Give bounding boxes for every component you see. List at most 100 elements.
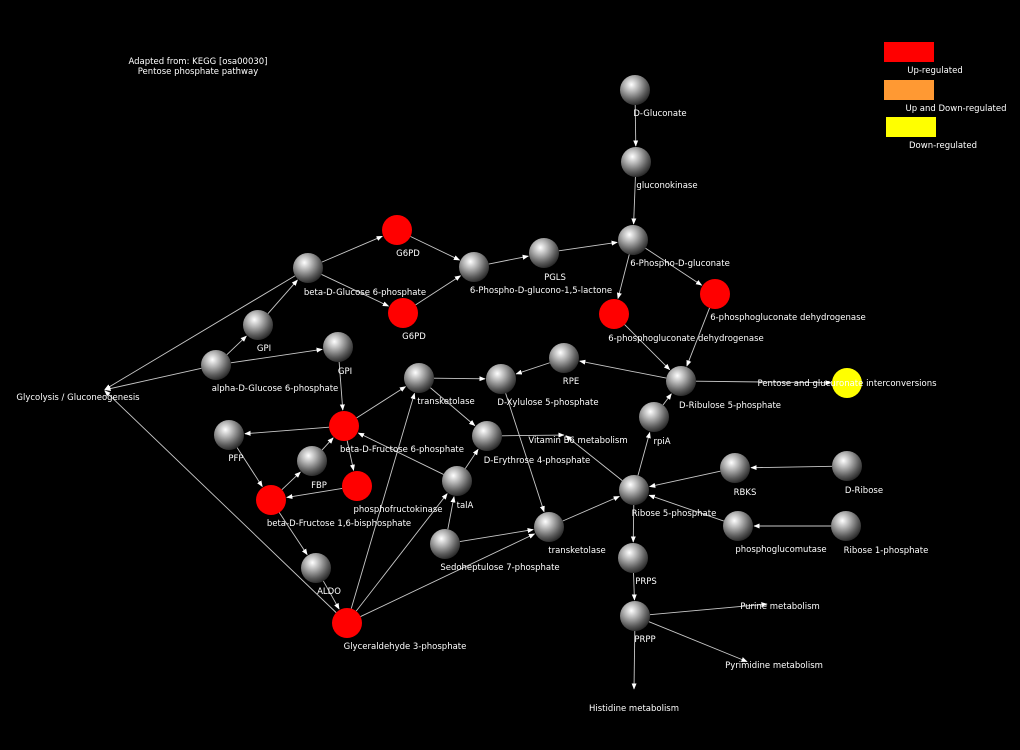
node-circle-g6pd1[interactable] — [382, 215, 412, 245]
node-gpi1[interactable]: GPI — [243, 310, 273, 354]
node-rbks[interactable]: RBKS — [720, 453, 756, 498]
node-rpe[interactable]: RPE — [549, 343, 579, 387]
node-label-s7p: Sedoheptulose 7-phosphate — [440, 563, 559, 573]
node-ru5p[interactable]: D-Ribulose 5-phosphate — [666, 366, 781, 411]
node-circle-prps[interactable] — [618, 543, 648, 573]
edge-n_rbks-to-n_r5p — [649, 470, 721, 488]
node-label-aldo: ALDO — [317, 587, 341, 597]
node-circle-ru5p[interactable] — [666, 366, 696, 396]
node-circle-pgd1[interactable] — [700, 279, 730, 309]
caption-line-1: Adapted from: KEGG [osa00030] — [128, 57, 267, 67]
node-circle-tala[interactable] — [442, 466, 472, 496]
node-pfp[interactable]: PFP — [214, 420, 244, 464]
node-r1p[interactable]: Ribose 1-phosphate — [831, 511, 928, 556]
node-ag6p[interactable]: alpha-D-Glucose 6-phosphate — [201, 350, 338, 394]
node-bf6p[interactable]: beta-D-Fructose 6-phosphate — [329, 411, 464, 455]
diagram-caption: Adapted from: KEGG [osa00030] Pentose ph… — [128, 57, 267, 77]
node-circle-x5p[interactable] — [486, 364, 516, 394]
node-pgd2[interactable]: 6-phosphogluconate dehydrogenase — [599, 299, 764, 344]
node-6pglac[interactable]: 6-Phospho-D-glucono-1,5-lactone — [459, 252, 612, 296]
node-tk1[interactable]: transketolase — [404, 363, 475, 407]
edge-n_bg6p-to-n_g6pd2 — [321, 274, 390, 307]
node-circle-g6pd2[interactable] — [388, 298, 418, 328]
node-g6pd2[interactable]: G6PD — [388, 298, 426, 342]
node-6pg[interactable]: 6-Phospho-D-gluconate — [618, 225, 730, 269]
edge-n_ag6p-to-n_gpi2 — [230, 347, 323, 364]
node-s7p[interactable]: Sedoheptulose 7-phosphate — [430, 529, 560, 573]
node-circle-dribose[interactable] — [832, 451, 862, 481]
node-bf16bp[interactable]: beta-D-Fructose 1,6-bisphosphate — [256, 485, 411, 529]
edge-n_s7p-to-n_tk2 — [459, 528, 534, 543]
pathway-link-purine[interactable]: Purine metabolism — [740, 602, 820, 612]
node-circle-prpp[interactable] — [620, 601, 650, 631]
node-dribose[interactable]: D-Ribose — [832, 451, 883, 496]
node-bg6p[interactable]: beta-D-Glucose 6-phosphate — [293, 253, 426, 298]
node-fbp[interactable]: FBP — [297, 446, 327, 491]
pathway-link-glyco[interactable]: Glycolysis / Gluconeogenesis — [16, 393, 140, 403]
node-tala[interactable]: talA — [442, 466, 474, 511]
node-circle-dgluconate[interactable] — [620, 75, 650, 105]
node-pfk[interactable]: phosphofructokinase — [342, 471, 443, 515]
legend: Up-regulated Up and Down-regulated Down-… — [884, 42, 1007, 151]
node-circle-pfp[interactable] — [214, 420, 244, 450]
node-circle-rpe[interactable] — [549, 343, 579, 373]
node-circle-ag6p[interactable] — [201, 350, 231, 380]
pathway-link-b6[interactable]: Vitamin B6 metabolism — [528, 436, 627, 446]
node-circle-gpi1[interactable] — [243, 310, 273, 340]
node-circle-gpi2[interactable] — [323, 332, 353, 362]
node-circle-pgi[interactable] — [832, 368, 862, 398]
edge-n_bf6p-to-n_pfk — [346, 440, 355, 471]
node-circle-bg6p[interactable] — [293, 253, 323, 283]
node-circle-tk2[interactable] — [534, 512, 564, 542]
edge-n_prps-to-n_prpp — [631, 572, 637, 601]
node-circle-r5p[interactable] — [619, 475, 649, 505]
node-circle-rpia[interactable] — [639, 402, 669, 432]
edge-n_6pg-to-n_pgd2 — [616, 254, 630, 300]
node-aldo[interactable]: ALDO — [301, 553, 341, 597]
node-g6pd1[interactable]: G6PD — [382, 215, 420, 259]
edge-n_g6pd2-to-n_6pglac — [415, 275, 462, 306]
node-rpia[interactable]: rpiA — [639, 402, 671, 447]
node-circle-pgm[interactable] — [723, 511, 753, 541]
node-circle-e4p[interactable] — [472, 421, 502, 451]
node-circle-g3p[interactable] — [332, 608, 362, 638]
node-circle-fbp[interactable] — [297, 446, 327, 476]
edge-n_g6pd1-to-n_6pglac — [410, 236, 461, 261]
node-gpi2[interactable]: GPI — [323, 332, 353, 377]
node-circle-s7p[interactable] — [430, 529, 460, 559]
node-pgls[interactable]: PGLS — [529, 238, 566, 283]
node-circle-pgls[interactable] — [529, 238, 559, 268]
node-g3p[interactable]: Glyceraldehyde 3-phosphate — [332, 608, 466, 652]
node-tk2[interactable]: transketolase — [534, 512, 606, 556]
pathway-link-pyrim[interactable]: Pyrimidine metabolism — [725, 661, 823, 671]
node-circle-r1p[interactable] — [831, 511, 861, 541]
edge-n_bf16bp-to-n_aldo — [278, 512, 308, 556]
edge-n_aldo-to-n_g3p — [322, 580, 340, 610]
node-r5p[interactable]: Ribose 5-phosphate — [619, 475, 716, 519]
node-pgm[interactable]: phosphoglucomutase — [723, 511, 827, 555]
node-circle-pgd2[interactable] — [599, 299, 629, 329]
edge-n_gpi2-to-n_bf6p — [338, 361, 345, 411]
node-circle-bf6p[interactable] — [329, 411, 359, 441]
node-circle-tk1[interactable] — [404, 363, 434, 393]
node-circle-rbks[interactable] — [720, 453, 750, 483]
node-gluconokinase[interactable]: gluconokinase — [621, 147, 698, 191]
node-pgi[interactable]: Pentose and glucuronate interconversions — [757, 368, 937, 398]
node-circle-6pglac[interactable] — [459, 252, 489, 282]
node-circle-aldo[interactable] — [301, 553, 331, 583]
node-circle-gluconokinase[interactable] — [621, 147, 651, 177]
node-prps[interactable]: PRPS — [618, 543, 657, 587]
pathway-link-histidine[interactable]: Histidine metabolism — [589, 704, 679, 714]
edge-n_ag6p-to-p_glyco — [104, 367, 202, 392]
node-e4p[interactable]: D-Erythrose 4-phosphate — [472, 421, 590, 466]
node-label-bf16bp: beta-D-Fructose 1,6-bisphosphate — [267, 519, 411, 529]
node-circle-bf16bp[interactable] — [256, 485, 286, 515]
node-circle-pfk[interactable] — [342, 471, 372, 501]
node-prpp[interactable]: PRPP — [620, 601, 656, 645]
node-dgluconate[interactable]: D-Gluconate — [620, 75, 687, 119]
node-circle-6pg[interactable] — [618, 225, 648, 255]
node-pgd1[interactable]: 6-phosphogluconate dehydrogenase — [700, 279, 866, 323]
node-x5p[interactable]: D-Xylulose 5-phosphate — [486, 364, 599, 408]
